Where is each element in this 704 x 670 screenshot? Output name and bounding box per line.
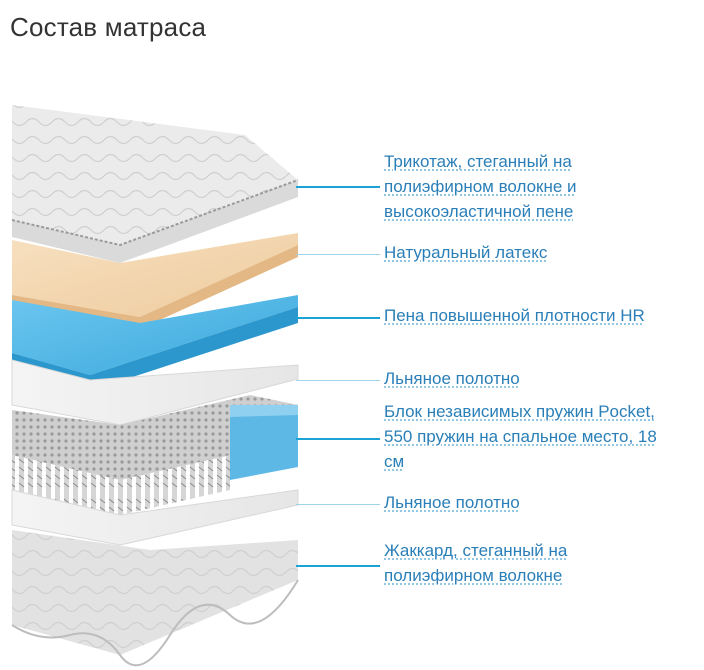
layer-label-linen-2[interactable]: Льняное полотно	[384, 493, 520, 512]
leader-line-knit	[296, 186, 380, 188]
layer-label-springs[interactable]: Блок независимых пружин Pocket, 550 пруж…	[384, 402, 657, 471]
leader-line-hr-foam	[296, 317, 380, 319]
leader-line-linen-1	[296, 380, 380, 381]
leader-line-springs	[296, 438, 380, 440]
layer-linen-2-graphic	[11, 489, 299, 546]
layer-label-hr-foam[interactable]: Пена повышенной плотности HR	[384, 306, 645, 325]
layer-knit-graphic	[11, 105, 299, 263]
layer-label-knit[interactable]: Трикотаж, стеганный на полиэфирном волок…	[384, 152, 577, 221]
leader-line-jacquard	[296, 565, 380, 567]
layer-hr-foam-graphic	[12, 295, 298, 391]
layer-springs-graphic	[12, 395, 298, 515]
layer-label-jacquard[interactable]: Жаккард, стеганный на полиэфирном волокн…	[384, 541, 568, 585]
leader-line-linen-2	[296, 504, 380, 505]
layer-label-linen-1[interactable]: Льняное полотно	[384, 369, 520, 388]
layer-jacquard-graphic	[11, 530, 299, 667]
layer-latex-graphic	[12, 233, 298, 329]
mattress-layers-illustration	[11, 105, 299, 667]
layer-label-latex[interactable]: Натуральный латекс	[384, 243, 548, 262]
leader-line-latex	[296, 254, 380, 255]
layer-linen-1-graphic	[11, 359, 299, 426]
page-title: Состав матраса	[10, 12, 207, 42]
